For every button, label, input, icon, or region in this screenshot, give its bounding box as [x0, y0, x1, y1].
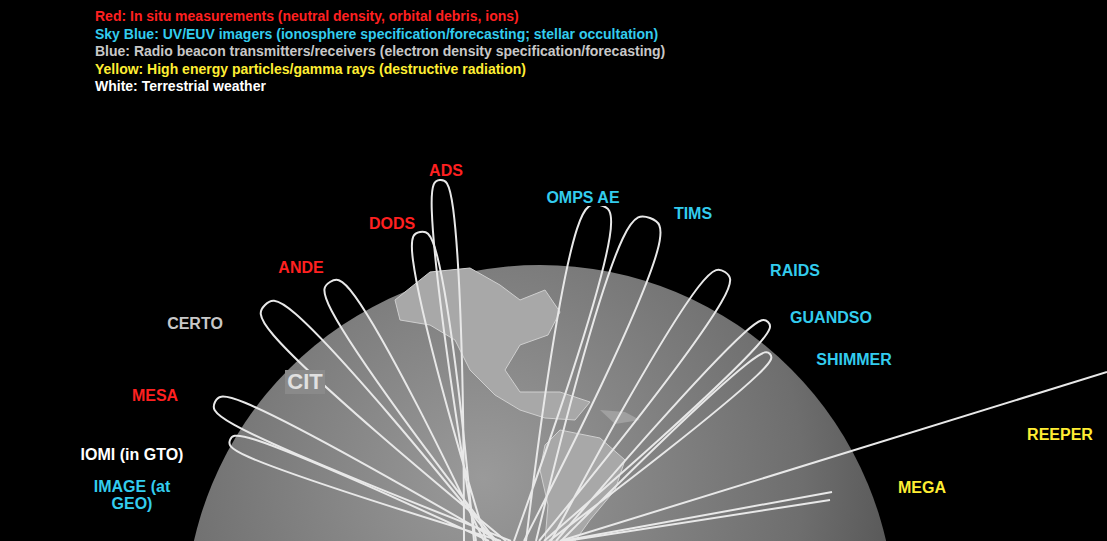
satellite-label: SHIMMER: [814, 352, 894, 369]
legend-entry: Blue: Radio beacon transmitters/receiver…: [95, 44, 665, 59]
satellite-label: RAIDS: [768, 263, 822, 280]
satellite-label: MESA: [130, 388, 180, 405]
legend-entry: White: Terrestrial weather: [95, 79, 266, 94]
earth-globe: [185, 265, 895, 541]
satellite-label: ANDE: [276, 260, 325, 277]
orbit-track: [549, 352, 771, 541]
orbit-track: [539, 270, 730, 541]
orbit-track: [514, 204, 611, 541]
legend-entry: Sky Blue: UV/EUV imagers (ionosphere spe…: [95, 27, 658, 42]
satellite-label: DODS: [367, 216, 417, 233]
satellite-label: CIT: [285, 370, 324, 393]
satellite-label: GUANDSO: [788, 310, 874, 327]
satellite-label: OMPS AE: [544, 190, 621, 207]
north-america: [395, 268, 590, 420]
satellite-label: REEPER: [1025, 427, 1095, 444]
satellite-label: MEGA: [896, 480, 948, 497]
legend-entry: Red: In situ measurements (neutral densi…: [95, 9, 519, 24]
satellite-label: IMAGE (at GEO): [75, 479, 189, 513]
orbit-track: [562, 492, 832, 541]
satellite-label: TIMS: [672, 206, 714, 223]
satellite-label: IOMI (in GTO): [75, 447, 189, 464]
orbit-track: [560, 372, 1107, 541]
legend-entry: Yellow: High energy particles/gamma rays…: [95, 62, 526, 77]
satellite-label: CERTO: [165, 316, 225, 333]
orbit-track: [229, 436, 501, 541]
orbit-track: [566, 500, 830, 541]
orbit-track: [214, 397, 511, 541]
orbit-tracks: [214, 180, 1107, 541]
satellite-label: ADS: [427, 163, 465, 180]
orbit-track: [544, 320, 770, 541]
